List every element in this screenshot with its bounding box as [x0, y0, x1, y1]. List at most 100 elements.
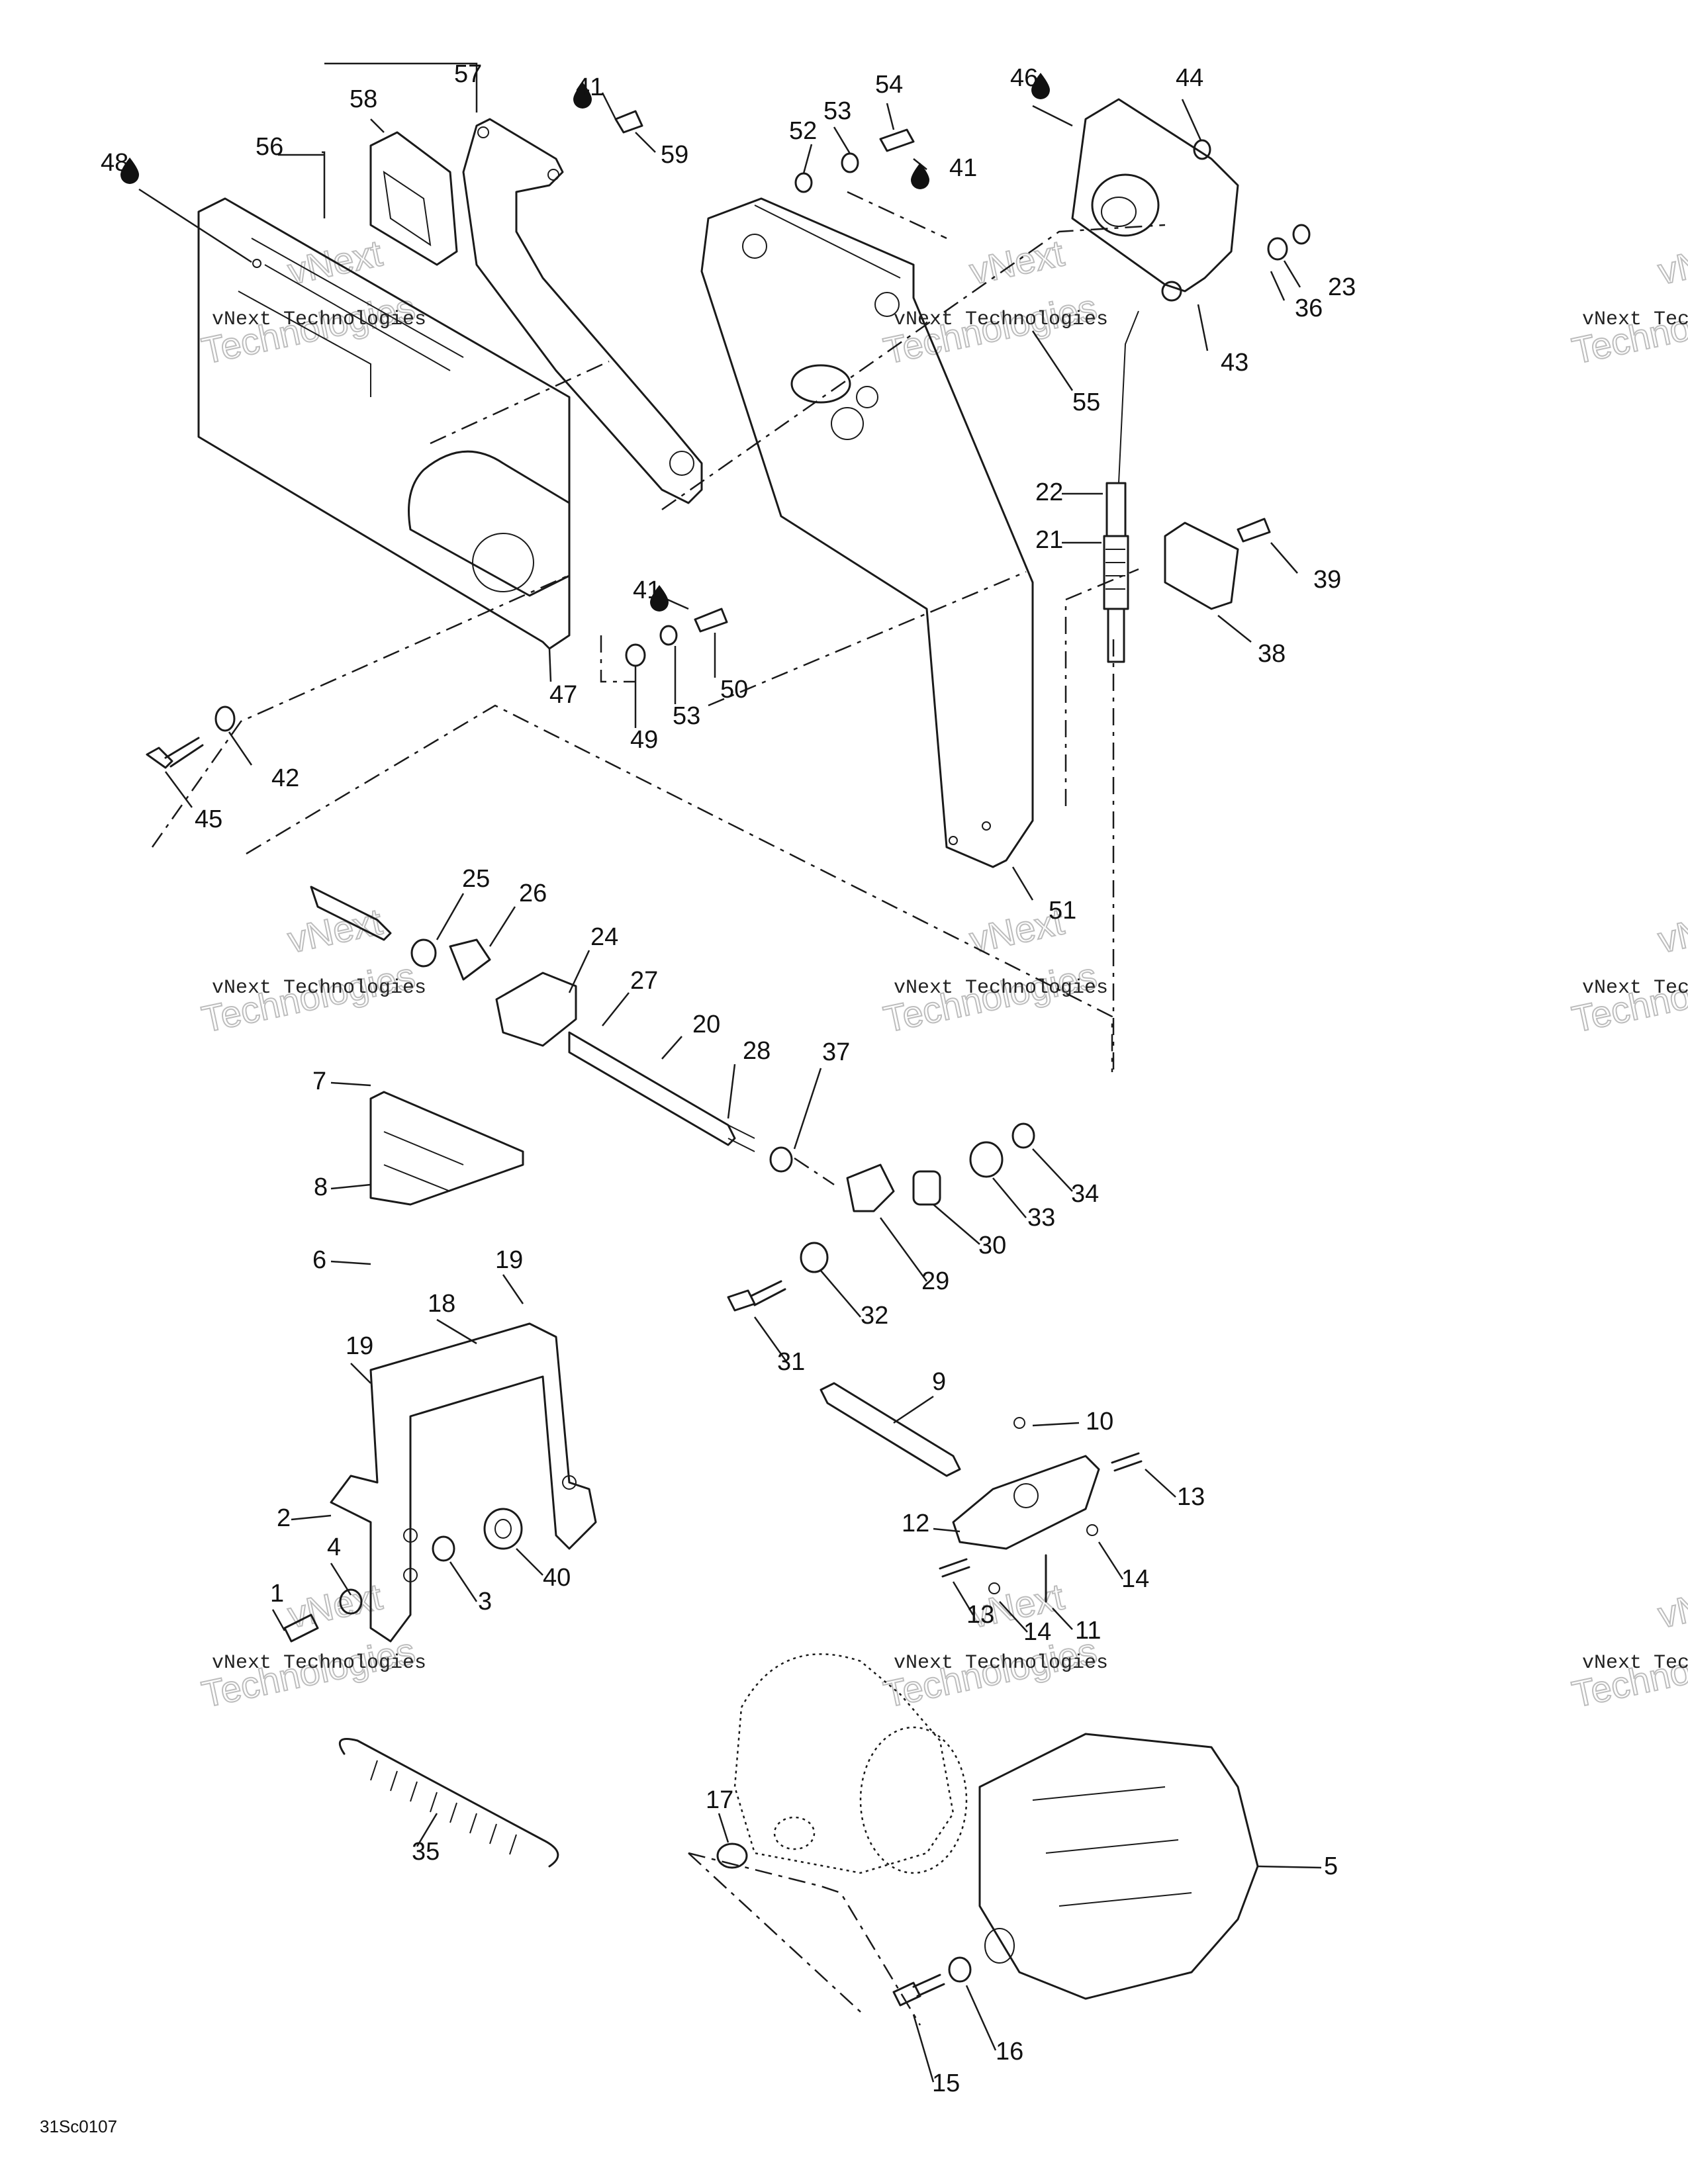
callout-48: 48: [101, 149, 128, 177]
assembly-lines: [151, 191, 1166, 2026]
callout-46: 46: [1010, 64, 1038, 92]
callout-17: 17: [706, 1786, 733, 1814]
callout-13: 13: [966, 1601, 994, 1629]
callout-45: 45: [195, 805, 222, 833]
callout-43: 43: [1221, 349, 1248, 377]
bracket-8: [369, 1091, 524, 1206]
watermark-text: vNext Technologies: [212, 308, 426, 331]
callout-18: 18: [428, 1290, 455, 1318]
callout-52: 52: [789, 117, 817, 145]
callout-10: 10: [1086, 1408, 1113, 1435]
callout-22: 22: [1035, 478, 1063, 506]
watermark-text: vNext Technologies: [212, 1652, 426, 1674]
callout-13: 13: [1177, 1483, 1205, 1511]
callout-42: 42: [271, 764, 299, 792]
shaft-assembly: [310, 886, 755, 1152]
callout-53: 53: [823, 97, 851, 125]
oil-drop-icon: [120, 158, 139, 184]
bracket-arm-57: [462, 118, 703, 504]
callout-37: 37: [822, 1038, 850, 1066]
callout-58: 58: [350, 85, 377, 113]
leader-lines: [138, 62, 1322, 2083]
oil-drop-icon: [911, 163, 929, 189]
watermark-text: vNext Technologies: [1582, 308, 1688, 331]
callout-21: 21: [1035, 526, 1063, 554]
oil-drop-icon: [650, 585, 669, 612]
watermark-text: vNext Technologies: [1582, 1652, 1688, 1674]
callout-41: 41: [633, 576, 661, 604]
watermark-text: vNext Technologies: [1582, 977, 1688, 999]
drawing-code: 31Sc0107: [40, 2116, 117, 2136]
callout-19: 19: [495, 1246, 523, 1274]
callout-40: 40: [543, 1564, 571, 1592]
callout-56: 56: [256, 133, 283, 161]
callout-14: 14: [1121, 1565, 1149, 1593]
callout-9: 9: [932, 1368, 946, 1396]
watermark-outline-top: vNext: [1654, 232, 1688, 292]
callout-26: 26: [519, 880, 547, 907]
cover-plate-38: [1164, 522, 1239, 610]
callout-36: 36: [1295, 295, 1323, 322]
callout-50: 50: [720, 676, 748, 704]
callout-29: 29: [921, 1267, 949, 1295]
spring-35: [338, 1738, 559, 1868]
callout-59: 59: [661, 141, 688, 169]
callout-51: 51: [1049, 897, 1076, 925]
callout-57: 57: [454, 60, 482, 88]
callout-14: 14: [1023, 1618, 1051, 1646]
callout-12: 12: [902, 1510, 929, 1537]
housing-46: [1071, 98, 1239, 302]
handle-plate-58: [369, 131, 458, 266]
callout-28: 28: [743, 1037, 771, 1065]
callout-55: 55: [1072, 388, 1100, 416]
watermark-text: vNext Technologies: [894, 308, 1108, 331]
callout-2: 2: [277, 1504, 291, 1532]
callout-3: 3: [478, 1588, 492, 1615]
control-cable-21-22: [1103, 310, 1139, 663]
bolt-15-washer-16: [892, 1956, 972, 2007]
pivot-parts: [283, 1508, 523, 1643]
callout-35: 35: [412, 1838, 440, 1866]
watermark-outline-top: vNext: [1654, 900, 1688, 960]
callout-19: 19: [346, 1332, 373, 1360]
oil-drop-icon: [573, 82, 592, 109]
latch-assembly: [820, 1382, 1143, 1603]
callout-25: 25: [462, 865, 490, 893]
callout-54: 54: [875, 71, 903, 99]
watermark-text: vNext Technologies: [894, 1652, 1108, 1674]
callout-30: 30: [978, 1232, 1006, 1259]
main-frame-51: [700, 197, 1034, 868]
callout-5: 5: [1324, 1852, 1338, 1880]
side-panel-47: [197, 197, 571, 650]
oil-drop-icons: [120, 73, 1050, 612]
callout-23: 23: [1328, 273, 1356, 301]
callout-34: 34: [1071, 1180, 1099, 1208]
callout-4: 4: [327, 1533, 341, 1561]
washer-42: [214, 705, 236, 732]
callout-1: 1: [270, 1580, 284, 1608]
callout-53: 53: [673, 702, 700, 730]
callout-7: 7: [312, 1068, 326, 1095]
callout-24: 24: [590, 923, 618, 951]
callout-44: 44: [1176, 64, 1203, 92]
callout-31: 31: [777, 1348, 805, 1376]
bolt-45: [146, 737, 204, 769]
top-fasteners: [614, 110, 1311, 667]
callout-20: 20: [692, 1011, 720, 1038]
small-hardware: [727, 1122, 1035, 1312]
callout-49: 49: [630, 726, 658, 754]
watermark-outline-top: vNext: [284, 900, 386, 960]
callout-32: 32: [861, 1302, 888, 1330]
callout-8: 8: [314, 1173, 328, 1201]
callout-6: 6: [312, 1246, 326, 1274]
reference-housing-outline: [733, 1653, 968, 1874]
callout-41: 41: [949, 154, 977, 182]
callout-39: 39: [1313, 566, 1341, 594]
